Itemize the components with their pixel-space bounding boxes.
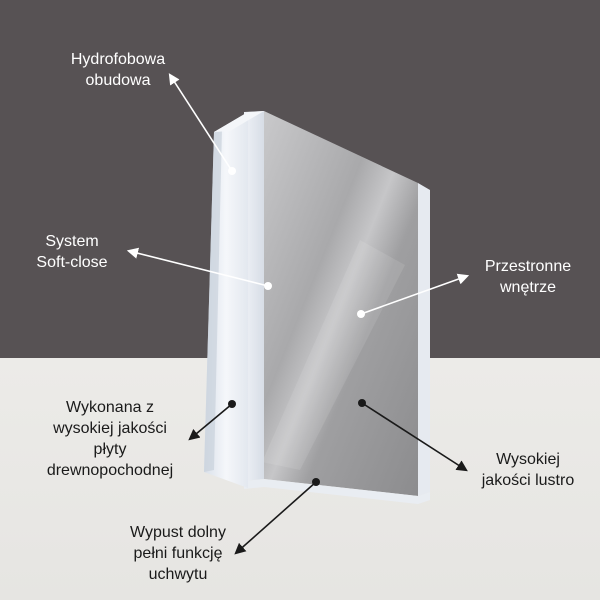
- label-line: jakości lustro: [481, 472, 575, 489]
- label-line: obudowa: [85, 72, 151, 89]
- cabinet-right-edge: [418, 183, 430, 496]
- label-line: Przestronne: [484, 258, 572, 275]
- label-wypust-dolny: Wypust dolny pełni funkcję uchwytu: [88, 522, 268, 585]
- label-line: płyty: [93, 441, 127, 458]
- label-wykonana-z-plyty: Wykonana z wysokiej jakości płyty drewno…: [10, 397, 210, 481]
- callout-przestronne-arrow: [357, 273, 470, 318]
- mirror-door: [264, 111, 418, 496]
- label-line: wysokiej jakości: [53, 420, 167, 437]
- door-frame-edge: [244, 111, 264, 481]
- label-line: Soft-close: [36, 254, 108, 271]
- bottom-pull-strip: [244, 479, 430, 504]
- label-line: Wysokiej: [496, 451, 560, 468]
- label-przestronne-wnetrze: Przestronne wnętrze: [468, 256, 588, 298]
- label-line: pełni funkcję: [133, 545, 223, 562]
- label-line: uchwytu: [148, 566, 208, 583]
- label-system-soft-close: System Soft-close: [10, 231, 134, 273]
- callout-wypust-arrow: [234, 478, 320, 555]
- label-line: drewnopochodnej: [46, 462, 174, 479]
- cabinet-top: [214, 111, 264, 132]
- mirror-highlight: [262, 240, 405, 470]
- label-line: wnętrze: [499, 279, 557, 296]
- label-line: Hydrofobowa: [70, 51, 166, 68]
- callout-wykonana-arrow: [188, 400, 236, 441]
- callout-lustro-arrow: [358, 399, 468, 472]
- callout-softclose-arrow: [126, 247, 272, 290]
- label-wysokiej-jakosci-lustro: Wysokiej jakości lustro: [458, 449, 598, 491]
- label-hydrofobowa-obudowa: Hydrofobowa obudowa: [30, 49, 206, 91]
- label-line: Wykonana z: [66, 399, 154, 416]
- callout-hydrofobowa-arrow: [168, 73, 236, 175]
- label-line: Wypust dolny: [130, 524, 226, 541]
- side-panel-shade: [204, 128, 222, 472]
- label-line: System: [45, 233, 99, 250]
